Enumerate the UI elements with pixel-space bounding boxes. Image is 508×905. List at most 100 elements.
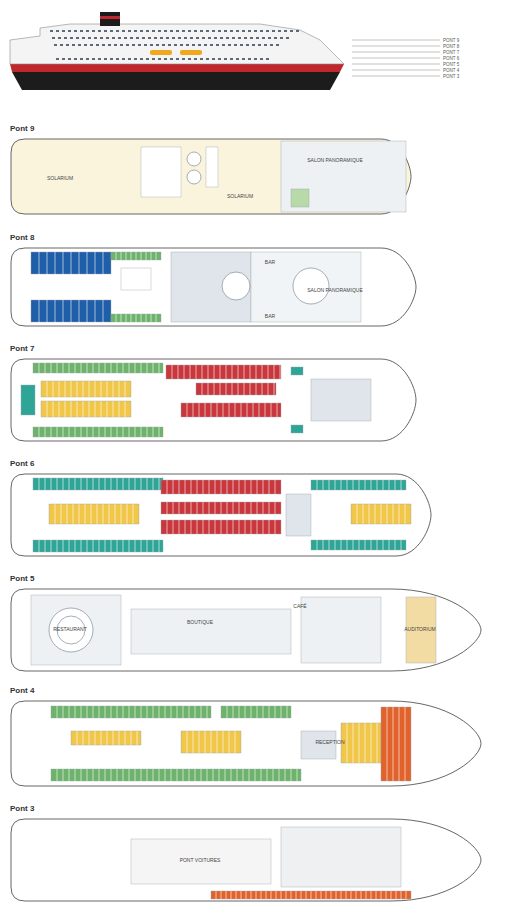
- cabin-divider: [245, 480, 246, 494]
- ship-window: [196, 37, 199, 39]
- cabin-divider: [371, 723, 372, 763]
- cabin-divider: [87, 363, 88, 373]
- hull-outline: [11, 359, 416, 441]
- ship-window: [276, 44, 279, 46]
- ship-illustration: [0, 0, 508, 100]
- cabin-divider: [65, 381, 66, 397]
- ship-window: [290, 30, 293, 32]
- cabin-divider: [103, 300, 104, 322]
- cabin-divider: [211, 731, 212, 753]
- ship-window: [138, 44, 141, 46]
- cabin-divider: [191, 520, 192, 534]
- cabin-divider: [256, 383, 257, 395]
- cabin-divider: [147, 706, 148, 718]
- room-label: SALON PANORAMIQUE: [307, 157, 362, 163]
- cabin-divider: [214, 365, 215, 379]
- cabin-divider: [209, 502, 210, 514]
- ship-window: [166, 37, 169, 39]
- cabin-divider: [276, 891, 277, 899]
- cabin-divider: [286, 891, 287, 899]
- ship-window: [100, 37, 103, 39]
- cabin-divider: [371, 891, 372, 899]
- cabin-divider: [231, 891, 232, 899]
- cabin-divider: [296, 891, 297, 899]
- cabin-divider: [291, 769, 292, 781]
- cabin-divider: [87, 478, 88, 490]
- cabin-divider: [126, 314, 127, 322]
- cabin-divider: [195, 706, 196, 718]
- deck-title: Pont 7: [10, 344, 34, 353]
- ship-window: [136, 37, 139, 39]
- ship-window: [68, 30, 71, 32]
- cabin-divider: [111, 427, 112, 437]
- hull-outline: [11, 139, 411, 214]
- cabin-divider: [347, 480, 348, 490]
- ship-window: [258, 44, 261, 46]
- room-label: RECEPTION: [315, 739, 344, 745]
- cabin-divider: [105, 478, 106, 490]
- cabin-divider: [95, 731, 96, 745]
- ship-window: [266, 58, 269, 60]
- cabin-divider: [321, 891, 322, 899]
- cabin-divider: [39, 252, 40, 274]
- cabin-divider: [129, 706, 130, 718]
- cabin-block: [181, 731, 241, 753]
- legend-line: [352, 64, 440, 65]
- ship-window: [50, 30, 53, 32]
- cabin-divider: [336, 891, 337, 899]
- ship-window: [140, 30, 143, 32]
- cabin-divider: [256, 365, 257, 379]
- cabin-divider: [159, 769, 160, 781]
- cabin-divider: [238, 383, 239, 395]
- cabin-divider: [246, 891, 247, 899]
- cabin-divider: [39, 540, 40, 552]
- hull-outline: [11, 474, 431, 556]
- cabin-block: [111, 314, 161, 322]
- cabin-divider: [47, 401, 48, 417]
- cabin-divider: [193, 403, 194, 417]
- cabin-divider: [251, 520, 252, 534]
- legend-line: [352, 70, 440, 71]
- cabin-divider: [153, 478, 154, 490]
- cabin-divider: [165, 706, 166, 718]
- ship-window: [206, 30, 209, 32]
- cabin-divider: [291, 891, 292, 899]
- cabin-divider: [79, 300, 80, 322]
- cabin-divider: [269, 520, 270, 534]
- cabin-divider: [253, 403, 254, 417]
- ship-window: [70, 37, 73, 39]
- cabin-divider: [93, 540, 94, 552]
- cabin-divider: [233, 706, 234, 718]
- cabin-divider: [268, 383, 269, 395]
- ship-window: [106, 37, 109, 39]
- ship-window: [74, 58, 77, 60]
- cabin-divider: [251, 480, 252, 494]
- cabin-divider: [47, 252, 48, 274]
- hull-outline: [11, 589, 481, 671]
- cabin-divider: [366, 891, 367, 899]
- room-label: BAR: [265, 259, 275, 265]
- cabin-divider: [221, 891, 222, 899]
- cabin-divider: [365, 540, 366, 550]
- room-label: BAR: [265, 313, 275, 319]
- cabin-divider: [167, 502, 168, 514]
- cabin-block: [381, 707, 411, 781]
- deck-group: [11, 701, 481, 786]
- cabin-divider: [123, 540, 124, 552]
- ship-window: [152, 58, 155, 60]
- cabin-divider: [111, 478, 112, 490]
- cabin-divider: [326, 891, 327, 899]
- cabin-divider: [226, 891, 227, 899]
- cabin-divider: [233, 520, 234, 534]
- cabin-block: [51, 706, 211, 718]
- cabin-divider: [95, 252, 96, 274]
- cabin-divider: [223, 403, 224, 417]
- ship-window: [242, 30, 245, 32]
- round-feature: [293, 268, 329, 304]
- cabin-block: [21, 385, 35, 415]
- deck-title: Pont 5: [10, 574, 34, 583]
- cabin-divider: [89, 381, 90, 397]
- cabin-divider: [131, 314, 132, 322]
- cabin-divider: [87, 706, 88, 718]
- cabin-divider: [281, 891, 282, 899]
